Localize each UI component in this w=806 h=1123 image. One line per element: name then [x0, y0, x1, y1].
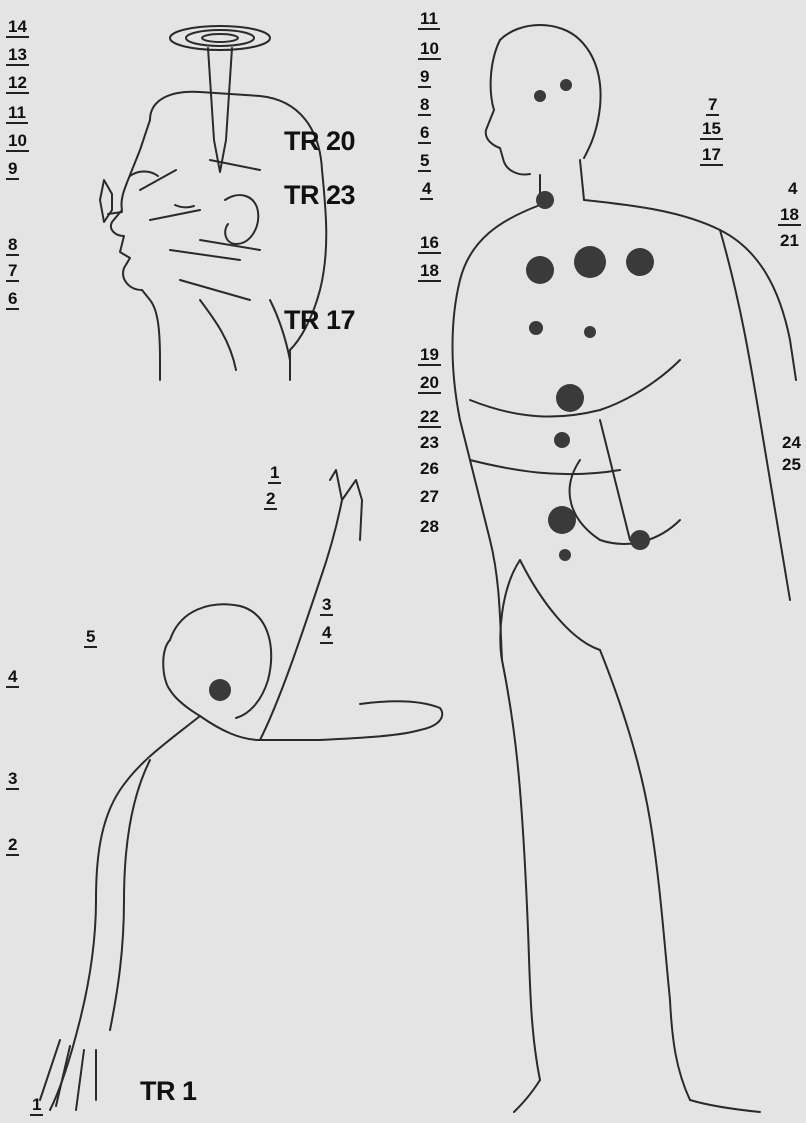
arm-point-label: 2 — [6, 836, 19, 856]
body-point-label: 4 — [786, 180, 799, 198]
body-point-label: 15 — [700, 120, 723, 140]
body-point-label: 16 — [418, 234, 441, 254]
body-point-label: 22 — [418, 408, 441, 428]
body-point-label: 5 — [418, 152, 431, 172]
head-point-label: 9 — [6, 160, 19, 180]
title-tr1: TR 1 — [140, 1076, 197, 1107]
body-point-label: 9 — [418, 68, 431, 88]
body-point-label: 23 — [418, 434, 441, 452]
seated-figure — [40, 470, 442, 1110]
standing-body — [453, 25, 797, 1112]
body-point-label: 26 — [418, 460, 441, 478]
body-point-label: 6 — [418, 124, 431, 144]
arm-point-label: 4 — [6, 668, 19, 688]
needle-head — [170, 26, 270, 172]
body-point-label: 24 — [780, 434, 803, 452]
head-point-label: 6 — [6, 290, 19, 310]
body-point-label: 18 — [418, 262, 441, 282]
title-tr23: TR 23 — [284, 180, 355, 211]
hand-point-label: 1 — [268, 464, 281, 484]
body-point-label: 7 — [706, 96, 719, 116]
body-point-label: 27 — [418, 488, 441, 506]
head-point-label: 8 — [6, 236, 19, 256]
body-point-label: 21 — [778, 232, 801, 250]
arm-point-label: 5 — [84, 628, 97, 648]
arm-point-label: 1 — [30, 1096, 43, 1116]
arm-point-label: 4 — [320, 624, 333, 644]
body-point-label: 18 — [778, 206, 801, 226]
title-tr20: TR 20 — [284, 126, 355, 157]
body-point-label: 10 — [418, 40, 441, 60]
head-point-label: 14 — [6, 18, 29, 38]
arm-point-label: 3 — [6, 770, 19, 790]
hand-point-label: 2 — [264, 490, 277, 510]
head-point-label: 10 — [6, 132, 29, 152]
body-point-label: 8 — [418, 96, 431, 116]
title-tr17: TR 17 — [284, 305, 355, 336]
body-point-label: 28 — [418, 518, 441, 536]
body-point-label: 11 — [418, 10, 440, 30]
head-point-label: 11 — [6, 104, 28, 124]
head-point-label: 12 — [6, 74, 29, 94]
body-point-label: 20 — [418, 374, 441, 394]
body-point-label: 17 — [700, 146, 723, 166]
arm-point-label: 3 — [320, 596, 333, 616]
body-point-label: 25 — [780, 456, 803, 474]
head-point-label: 7 — [6, 262, 19, 282]
body-point-label: 19 — [418, 346, 441, 366]
head-point-label: 13 — [6, 46, 29, 66]
body-point-label: 4 — [420, 180, 433, 200]
